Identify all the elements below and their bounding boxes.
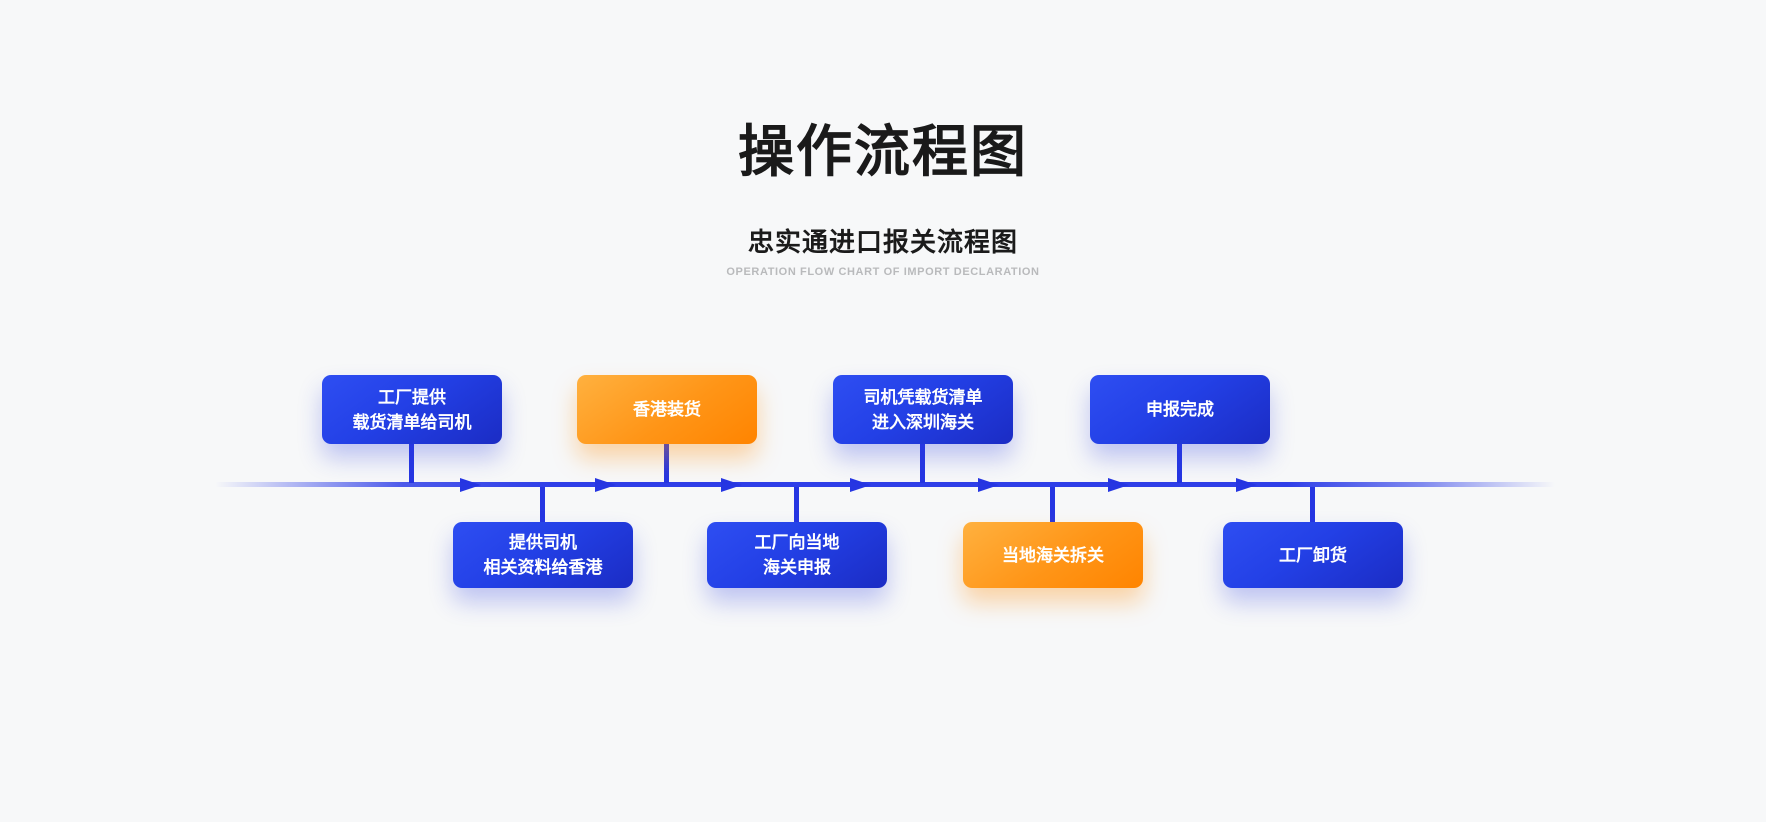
arrow-right-icon	[460, 478, 481, 492]
arrow-right-icon	[850, 478, 871, 492]
connector-top-4	[1177, 444, 1182, 483]
connector-top-1	[409, 444, 414, 483]
flow-step-label: 工厂提供载货清单给司机	[352, 387, 472, 432]
connector-bottom-4	[1310, 487, 1315, 522]
flow-step-label: 工厂向当地海关申报	[754, 533, 840, 577]
flow-step-declaration-complete: 申报完成	[1090, 375, 1270, 444]
arrow-right-icon	[1236, 478, 1257, 492]
arrow-right-icon	[595, 478, 616, 492]
flow-step-hongkong-loading: 香港装货	[577, 375, 757, 444]
flow-step-factory-provides-manifest: 工厂提供载货清单给司机	[322, 375, 502, 444]
flow-step-driver-enters-shenzhen-customs: 司机凭载货清单进入深圳海关	[833, 375, 1013, 444]
flow-step-label: 工厂卸货	[1279, 545, 1347, 565]
page-caption-english: OPERATION FLOW CHART OF IMPORT DECLARATI…	[726, 266, 1040, 278]
connector-bottom-1	[540, 487, 545, 522]
flow-step-label: 当地海关拆关	[1002, 545, 1104, 565]
arrow-right-icon	[1108, 478, 1129, 492]
arrow-right-icon	[978, 478, 999, 492]
flow-step-label: 申报完成	[1146, 400, 1214, 419]
timeline-axis	[215, 482, 1555, 487]
flow-step-provide-driver-info-to-hongkong: 提供司机相关资料给香港	[453, 522, 633, 588]
flow-step-local-customs-release: 当地海关拆关	[963, 522, 1143, 588]
flow-step-factory-declares-to-local-customs: 工厂向当地海关申报	[707, 522, 887, 588]
arrow-right-icon	[721, 478, 742, 492]
page-subtitle: 忠实通进口报关流程图	[747, 227, 1018, 257]
connector-bottom-2	[794, 487, 799, 522]
connector-top-3	[920, 444, 925, 483]
flow-step-label: 司机凭载货清单进入深圳海关	[863, 387, 983, 432]
flow-step-label: 香港装货	[633, 400, 701, 419]
flow-step-label: 提供司机相关资料给香港	[483, 533, 603, 577]
flow-step-factory-unloading: 工厂卸货	[1223, 522, 1403, 588]
page-title: 操作流程图	[738, 120, 1028, 183]
connector-bottom-3	[1050, 487, 1055, 522]
connector-top-2	[664, 444, 669, 483]
